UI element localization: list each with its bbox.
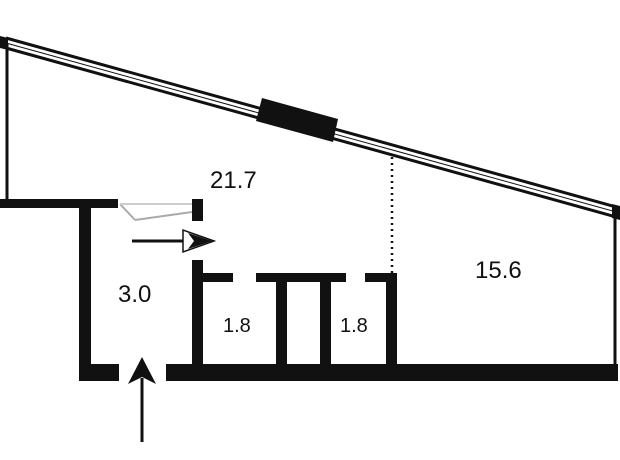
wc-top-wall-middle [256, 273, 346, 282]
hall-left-wall [79, 199, 91, 381]
bottom-wall-left [79, 364, 119, 381]
wc-top-wall-left [203, 273, 233, 282]
room-area-wc-left: 1.8 [223, 315, 251, 337]
room-area-main: 21.7 [210, 167, 257, 194]
hall-right-wall [192, 199, 203, 221]
room-area-wc-right: 1.8 [340, 315, 368, 337]
room-area-hall: 3.0 [118, 281, 151, 308]
sloped-window-wall [0, 36, 620, 220]
upper-left-wall [0, 199, 90, 208]
room-area-right: 15.6 [475, 257, 522, 284]
window-frame-block [256, 98, 338, 142]
wc-right-wall [386, 273, 397, 364]
arrow-right-icon [132, 228, 217, 254]
hall-door [119, 203, 193, 221]
hall-right-wall-lower [192, 260, 203, 381]
wc-partition-right [320, 282, 331, 364]
wc-top-wall-right [365, 273, 397, 282]
entrance-arrow-icon [128, 357, 156, 442]
wc-partition-left [276, 282, 287, 364]
bottom-wall-right [166, 364, 618, 381]
hall-top-wall-segment [90, 199, 118, 208]
